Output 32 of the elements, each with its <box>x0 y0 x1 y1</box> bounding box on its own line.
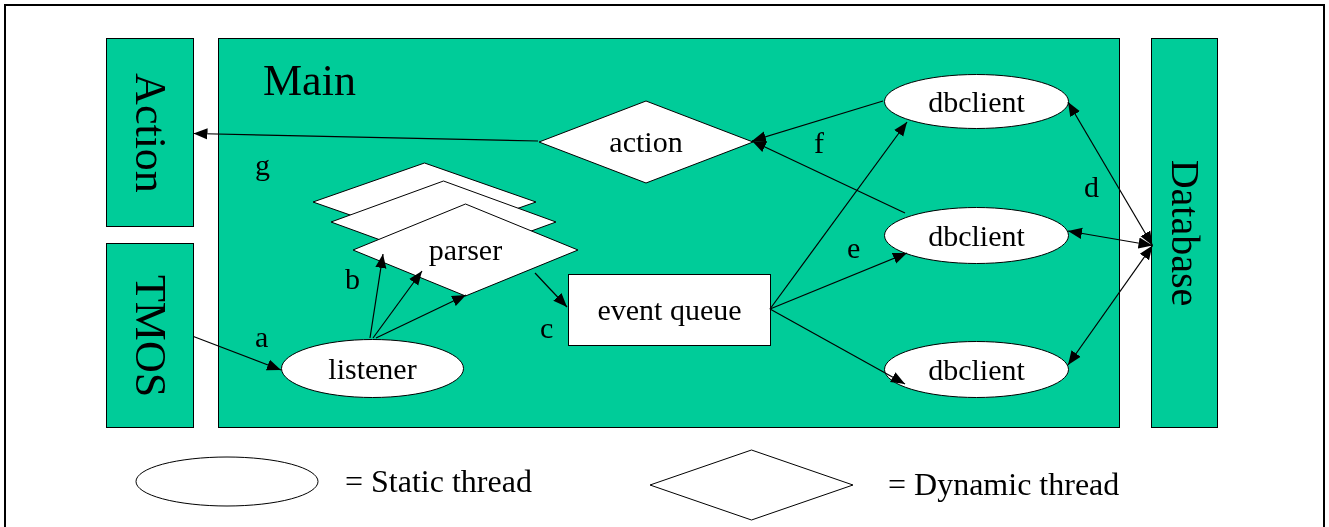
module-box <box>218 38 1120 428</box>
node-label: parser <box>428 235 503 265</box>
legend-label: = Dynamic thread <box>888 468 1120 500</box>
arrow <box>192 335 282 371</box>
node-label: dbclient <box>928 354 1025 385</box>
module-label: Action <box>128 72 172 193</box>
module-title: Main <box>263 59 356 103</box>
arrow <box>769 121 908 310</box>
node-label: dbclient <box>928 220 1025 251</box>
node-label: event queue <box>597 295 742 325</box>
module-box <box>1151 38 1218 428</box>
arrow <box>372 270 423 339</box>
arrow <box>534 272 568 308</box>
arrow <box>769 308 906 385</box>
arrow <box>751 100 884 143</box>
arrow <box>751 140 906 214</box>
module-box <box>106 38 194 227</box>
arrow <box>1067 101 1154 247</box>
node-label: dbclient <box>928 86 1025 117</box>
legend-label: = Static thread <box>345 464 532 497</box>
module-label: TMOS <box>128 274 172 397</box>
node-label: listener <box>328 353 417 384</box>
arrow <box>375 294 467 339</box>
arrow <box>369 253 387 339</box>
node-label: action <box>609 127 683 157</box>
arrow <box>192 128 539 142</box>
arrow <box>1067 244 1154 366</box>
module-box <box>106 243 194 428</box>
module-label: Database <box>1164 159 1205 307</box>
arrow <box>769 252 908 310</box>
queue-box <box>568 274 771 346</box>
arrow <box>1067 227 1154 249</box>
